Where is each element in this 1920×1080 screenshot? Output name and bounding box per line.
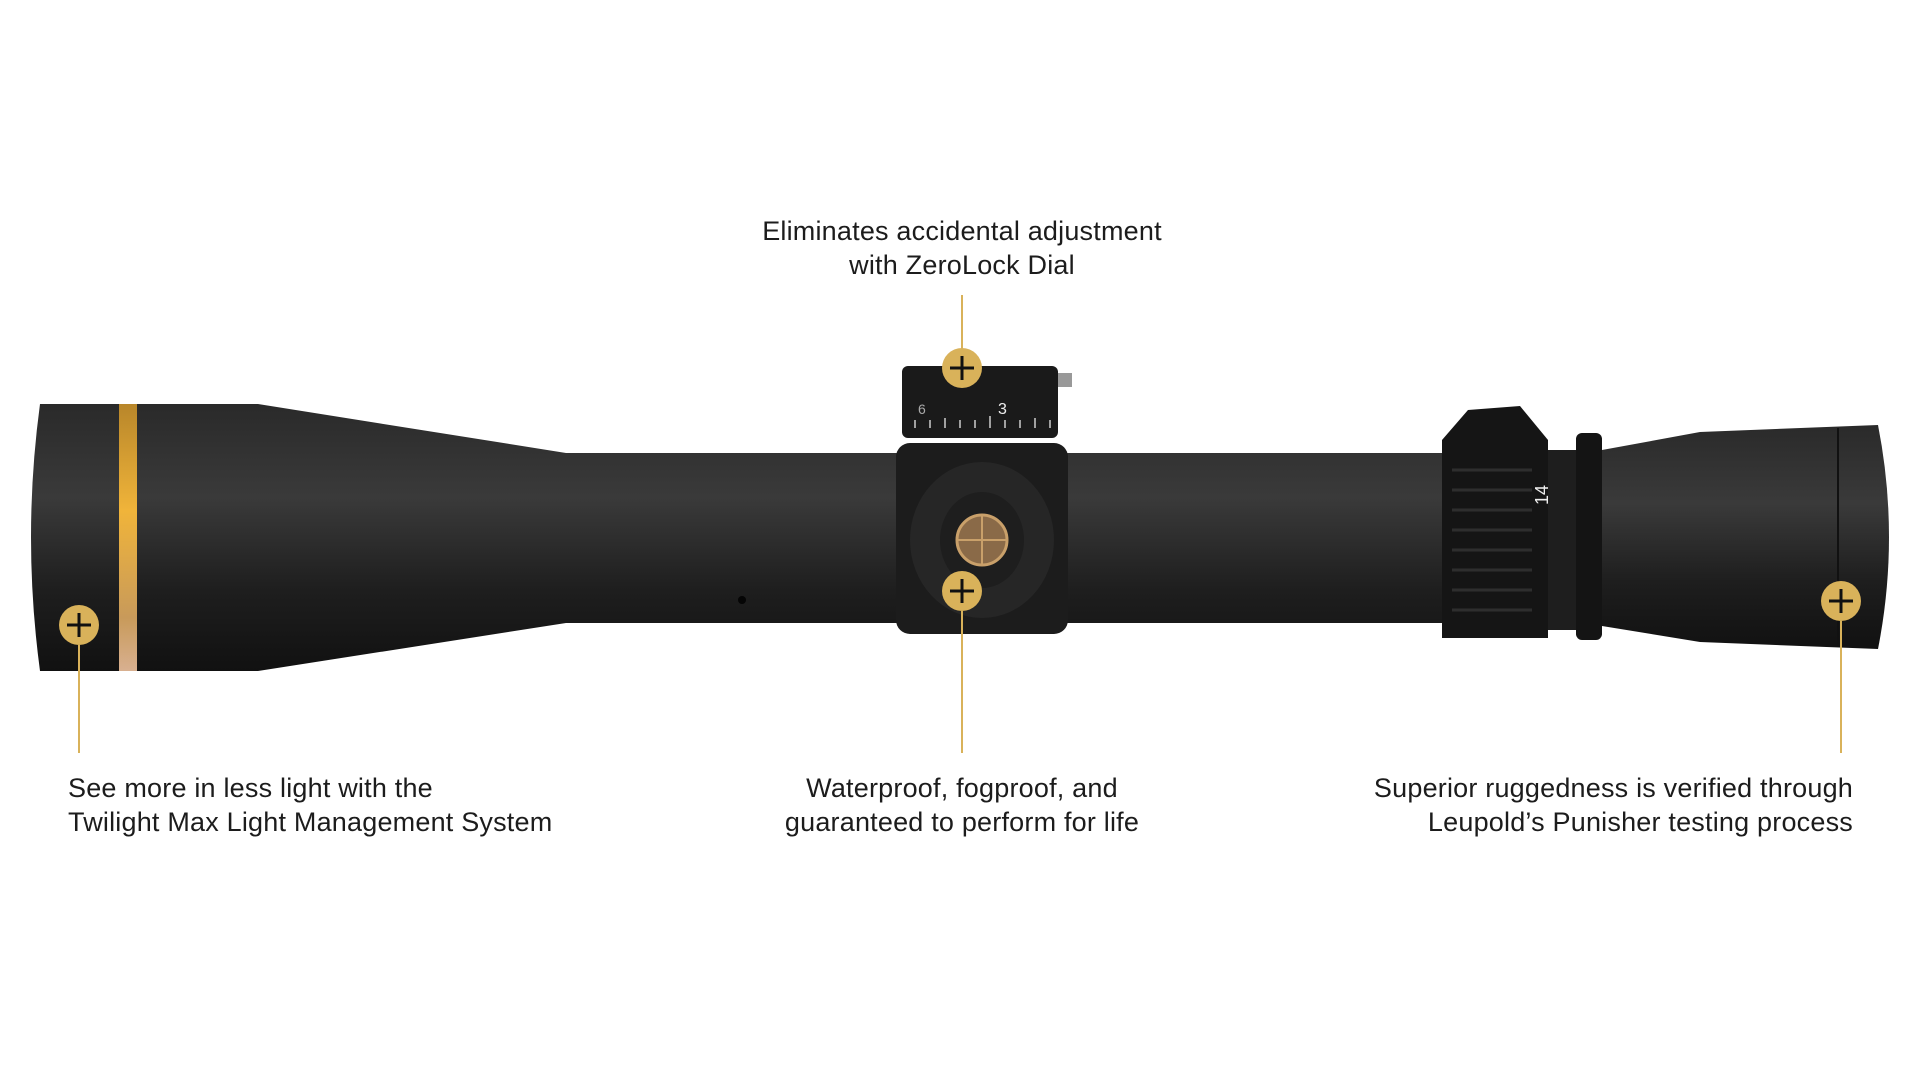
callout-text: Leupold’s Punisher testing process bbox=[1427, 807, 1853, 837]
eyepiece bbox=[1602, 425, 1889, 649]
dial-number-6: 6 bbox=[918, 401, 926, 417]
callout-text: Superior ruggedness is verified through bbox=[1373, 773, 1853, 803]
callout-text: with ZeroLock Dial bbox=[849, 250, 1075, 280]
callout-text: See more in less light with the bbox=[68, 773, 433, 803]
twilight-gold-ring bbox=[119, 404, 137, 671]
callout-text: Waterproof, fogproof, and bbox=[806, 773, 1118, 803]
zerolock-dial bbox=[902, 366, 1058, 438]
dial-number-3: 3 bbox=[998, 401, 1007, 418]
callout-text: guaranteed to perform for life bbox=[784, 807, 1140, 837]
power-ring bbox=[1442, 406, 1548, 638]
callout-waterproof: Waterproof, fogproof, and guaranteed to … bbox=[662, 771, 1262, 839]
callout-text: Twilight Max Light Management System bbox=[68, 807, 553, 837]
callout-zerolock-dial: Eliminates accidental adjustment with Ze… bbox=[662, 214, 1262, 282]
objective-bell bbox=[31, 404, 1460, 671]
plus-icon[interactable] bbox=[59, 605, 99, 645]
eyepiece-focus-ring bbox=[1576, 433, 1602, 640]
plus-icon[interactable] bbox=[942, 348, 982, 388]
callout-text: Eliminates accidental adjustment bbox=[762, 216, 1162, 246]
magnification-mark: 14 bbox=[1532, 485, 1552, 505]
callout-punisher-testing: Superior ruggedness is verified through … bbox=[1374, 771, 1853, 839]
callout-twilight-max: See more in less light with the Twilight… bbox=[68, 771, 552, 839]
plus-icon[interactable] bbox=[942, 571, 982, 611]
plus-icon[interactable] bbox=[1821, 581, 1861, 621]
